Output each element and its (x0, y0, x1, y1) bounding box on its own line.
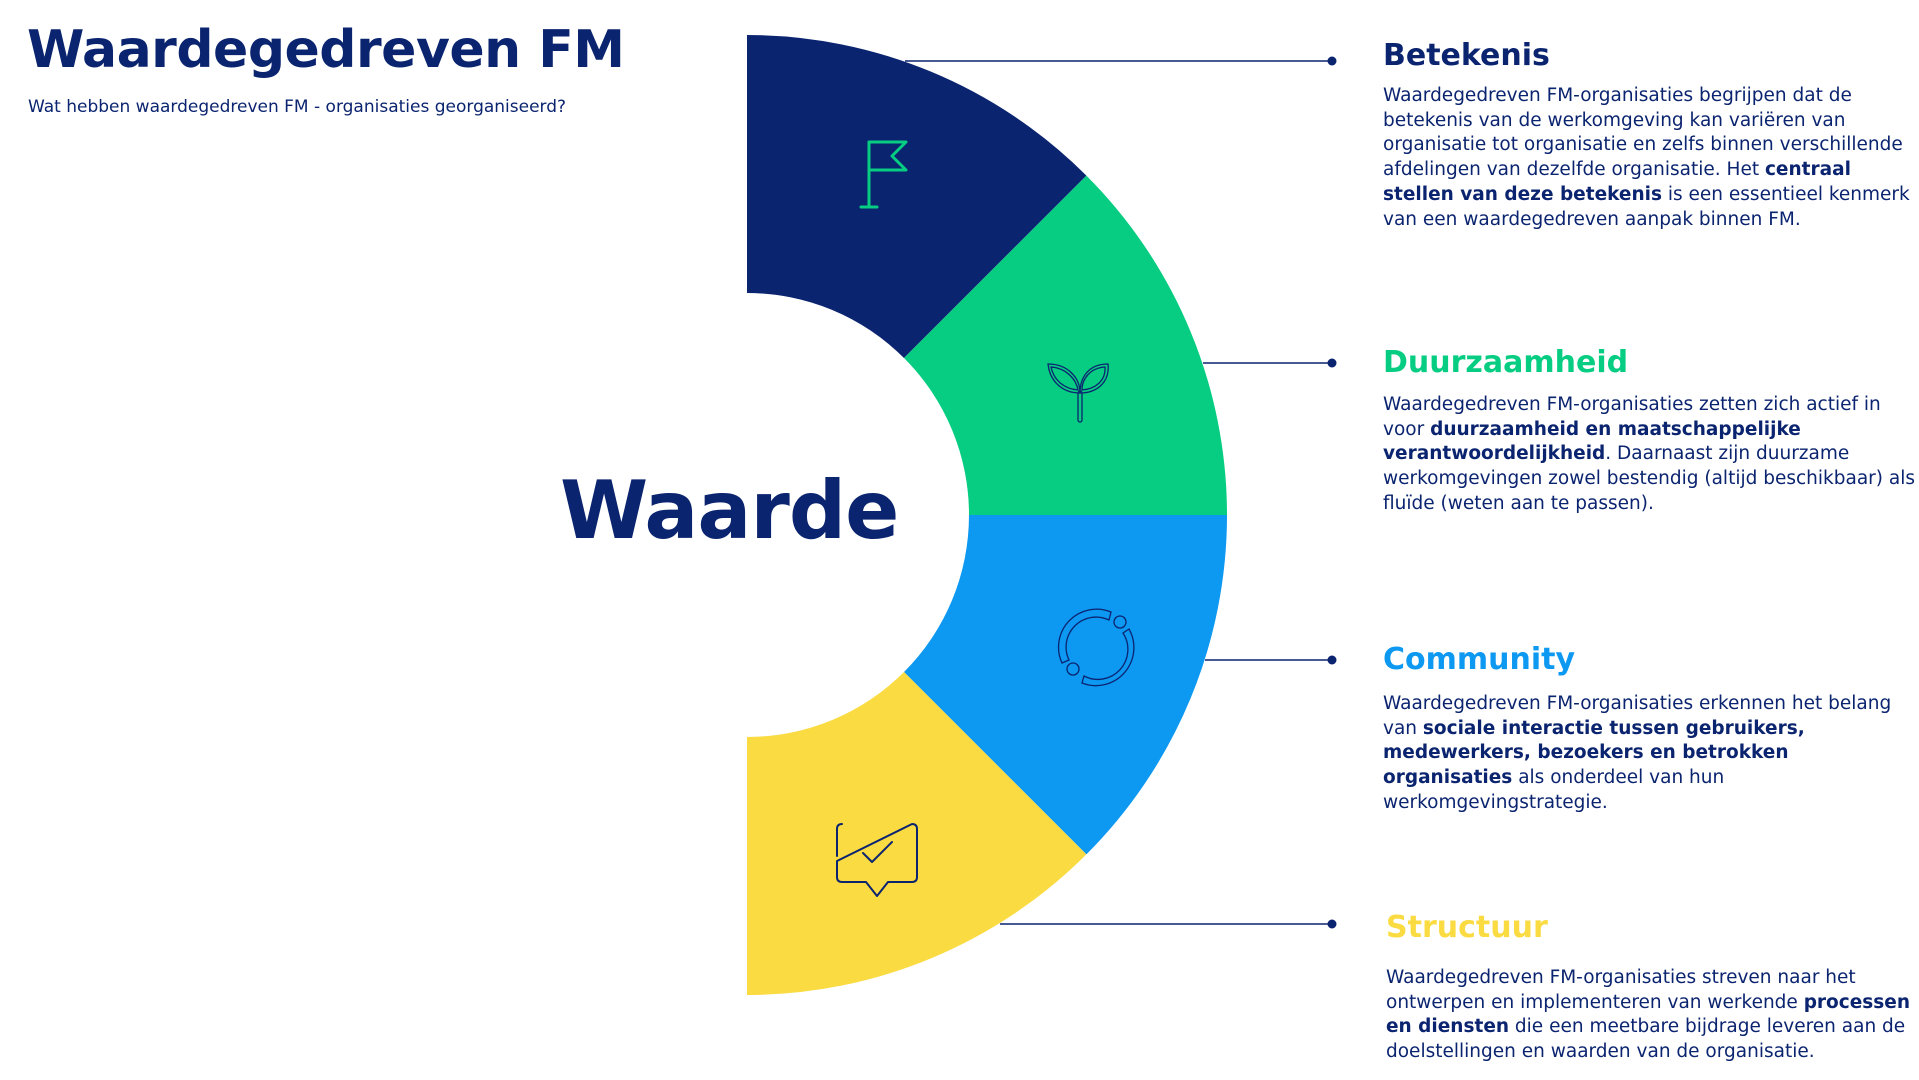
chat-check-icon (836, 823, 918, 897)
section-structuur: Structuur Waardegedreven FM-organisaties… (1386, 908, 1919, 1065)
section-betekenis: Betekenis Waardegedreven FM-organisaties… (1383, 36, 1919, 232)
page-subtitle: Wat hebben waardegedreven FM - organisat… (28, 97, 567, 117)
section-duurzaamheid: Duurzaamheid Waardegedreven FM-organisat… (1383, 343, 1919, 517)
connector-duurzaamheid (1203, 358, 1337, 368)
page-title: Waardegedreven FM (27, 20, 625, 80)
section-heading: Duurzaamheid (1383, 345, 1629, 380)
section-heading: Betekenis (1383, 38, 1550, 73)
connector-community (1205, 655, 1337, 665)
flag-icon (859, 140, 908, 209)
community-circle-icon (1057, 608, 1135, 687)
segment-community (904, 515, 1227, 855)
section-heading: Structuur (1386, 910, 1548, 945)
segment-duurzaamheid (904, 175, 1227, 515)
connector-betekenis (905, 56, 1337, 66)
sprout-icon (1047, 363, 1109, 423)
section-body: Waardegedreven FM-organisaties zetten zi… (1383, 394, 1915, 514)
section-body: Waardegedreven FM-organisaties erkennen … (1383, 693, 1892, 813)
section-body: Waardegedreven FM-organisaties streven n… (1386, 967, 1911, 1063)
section-community: Community Waardegedreven FM-organisaties… (1383, 640, 1919, 816)
segment-betekenis (747, 35, 1087, 358)
center-label-waarde: Waarde (560, 464, 899, 557)
section-heading: Community (1383, 642, 1576, 677)
section-body: Waardegedreven FM-organisaties begrijpen… (1383, 85, 1910, 230)
connector-structuur (1000, 919, 1337, 929)
